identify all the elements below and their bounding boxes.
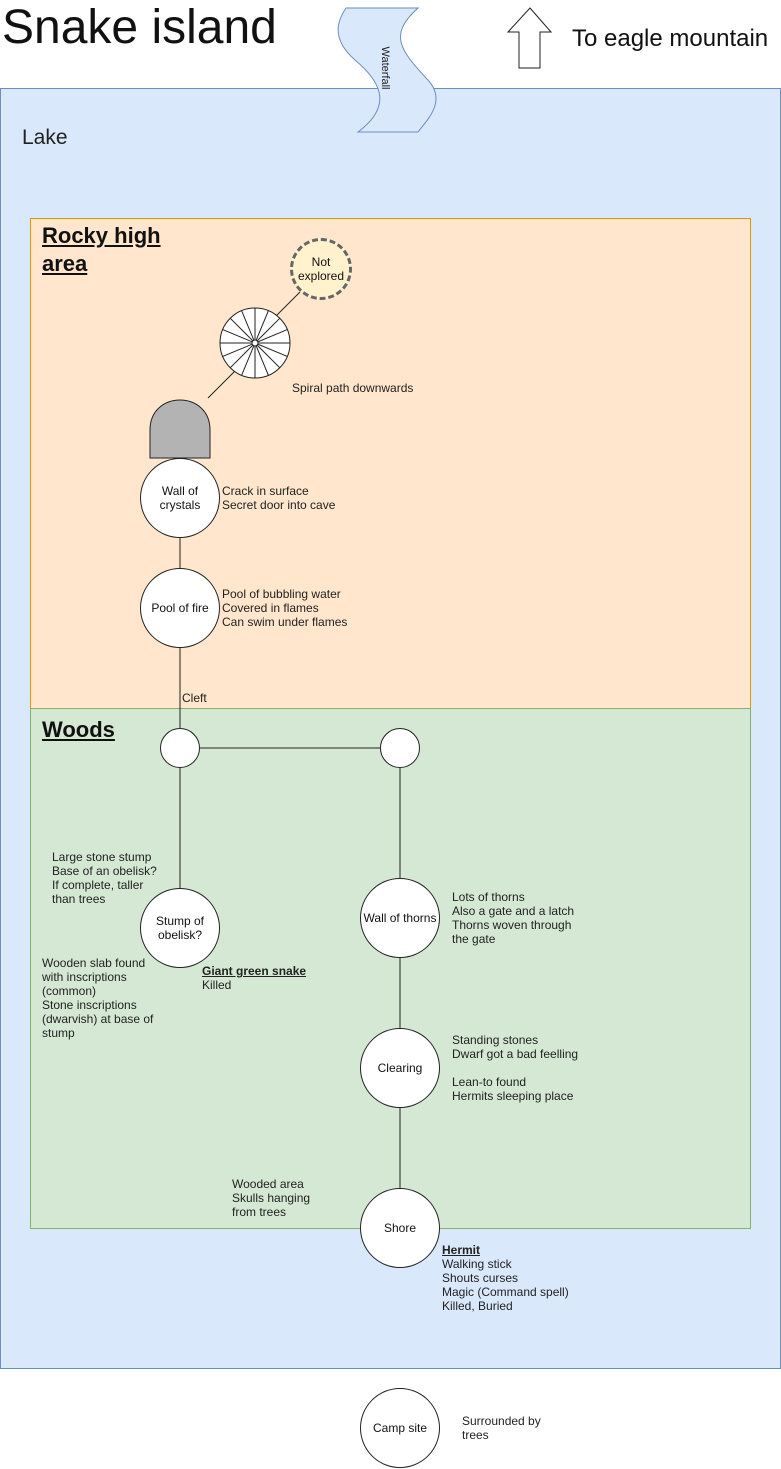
note-line: Wooded area: [232, 1177, 304, 1191]
note-line: Pool of bubbling water: [222, 587, 341, 601]
note-line: Also a gate and a latch: [452, 904, 575, 918]
note-line: Lean-to found: [452, 1075, 527, 1089]
note-line: Dwarf got a bad feelling: [452, 1047, 579, 1061]
note-line: than trees: [52, 892, 106, 906]
note-line: (dwarvish) at base of: [42, 1012, 154, 1026]
note-hermit: Hermit Walking stick Shouts curses Magic…: [442, 1243, 569, 1313]
note-stump-top: Large stone stump Base of an obelisk? If…: [52, 850, 157, 906]
spiral-wheel-icon: [219, 307, 291, 379]
note-line: the gate: [452, 932, 496, 946]
note-heading: Hermit: [442, 1243, 481, 1257]
note-spiral: Spiral path downwards: [292, 381, 414, 395]
node-pool-of-fire: Pool of fire: [140, 568, 220, 648]
note-giant-snake: Giant green snake Killed: [202, 964, 306, 992]
note-thorns: Lots of thorns Also a gate and a latch T…: [452, 890, 574, 946]
node-shore: Shore: [360, 1188, 440, 1268]
eagle-mountain-label: To eagle mountain: [572, 25, 769, 52]
node-wall-of-thorns: Wall of thorns: [360, 878, 440, 958]
note-line: trees: [462, 1428, 489, 1442]
woods-title: Woods: [42, 717, 115, 742]
note-cleft: Cleft: [182, 691, 207, 705]
note-line: Base of an obelisk?: [52, 864, 157, 878]
note-pool: Pool of bubbling water Covered in flames…: [222, 587, 347, 629]
woods-region: [30, 708, 751, 1229]
note-line: Stone inscriptions: [42, 998, 137, 1012]
note-line: Thorns woven through: [452, 918, 572, 932]
note-line: Lots of thorns: [452, 890, 525, 904]
note-line: Crack in surface: [222, 484, 309, 498]
cave-entrance-icon: [149, 399, 211, 459]
note-line: Covered in flames: [222, 601, 319, 615]
node-wall-of-crystals: Wall of crystals: [140, 458, 220, 538]
note-line: Killed, Buried: [442, 1299, 513, 1313]
note-line: Walking stick: [442, 1257, 512, 1271]
note-line: Hermits sleeping place: [452, 1089, 574, 1103]
note-line: from trees: [232, 1205, 287, 1219]
node-junction-right: [380, 728, 420, 768]
waterfall-label-wrap: Waterfall: [376, 44, 394, 94]
note-line: Standing stones: [452, 1033, 539, 1047]
node-stump-of-obelisk: Stump of obelisk?: [140, 888, 220, 968]
note-stump-left: Wooden slab found with inscriptions (com…: [42, 956, 153, 1040]
note-line: Large stone stump: [52, 850, 152, 864]
note-blank-line: [452, 1061, 578, 1075]
node-junction-left: [160, 728, 200, 768]
note-wooded-area: Wooded area Skulls hanging from trees: [232, 1177, 310, 1219]
note-line: Can swim under flames: [222, 615, 348, 629]
note-line: stump: [42, 1026, 75, 1040]
note-line: with inscriptions: [42, 970, 127, 984]
note-line: Wooden slab found: [42, 956, 146, 970]
note-line: Surrounded by: [462, 1414, 541, 1428]
node-camp-site: Camp site: [360, 1388, 440, 1468]
waterfall-label: Waterfall: [379, 46, 391, 90]
note-heading: Giant green snake: [202, 964, 307, 978]
note-line: (common): [42, 984, 97, 998]
note-line: Shouts curses: [442, 1271, 519, 1285]
waterfall-shape: [337, 7, 437, 133]
note-line: Killed: [202, 978, 232, 992]
note-line: Skulls hanging: [232, 1191, 311, 1205]
note-line: Magic (Command spell): [442, 1285, 569, 1299]
lake-label: Lake: [22, 126, 68, 149]
edge-cave-wheel: [207, 367, 239, 399]
note-camp: Surrounded by trees: [462, 1414, 541, 1442]
node-clearing: Clearing: [360, 1028, 440, 1108]
rocky-high-area-title: Rocky high area: [42, 223, 161, 276]
note-line: Secret door into cave: [222, 498, 336, 512]
note-line: If complete, taller: [52, 878, 144, 892]
page-title: Snake island: [2, 1, 277, 54]
node-not-explored: Not explored: [290, 238, 352, 300]
note-crystals: Crack in surface Secret door into cave: [222, 484, 335, 512]
note-clearing: Standing stones Dwarf got a bad feelling…: [452, 1033, 578, 1103]
